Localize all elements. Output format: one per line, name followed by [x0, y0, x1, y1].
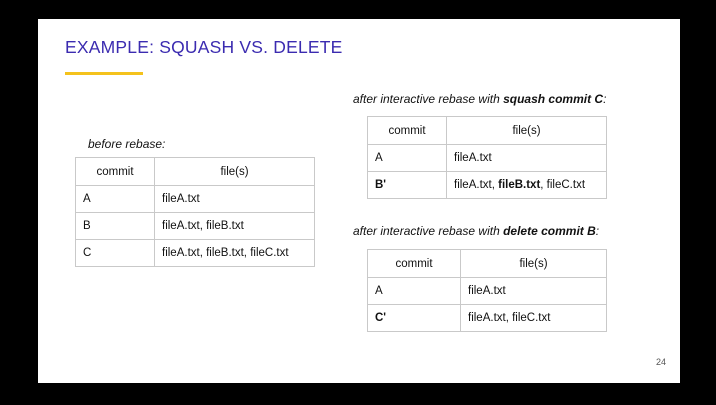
squash-caption-suffix: :: [603, 92, 607, 106]
table-header-row: commit file(s): [367, 116, 607, 145]
files-part-bold: fileB.txt: [498, 179, 541, 191]
delete-caption: after interactive rebase with delete com…: [353, 224, 599, 238]
page-number: 24: [655, 357, 666, 367]
slide-title: EXAMPLE: SQUASH VS. DELETE: [65, 37, 343, 57]
cell-commit: B': [367, 171, 447, 199]
cell-commit: B: [75, 212, 155, 240]
cell-commit: C: [75, 239, 155, 267]
cell-files: fileA.txt: [446, 144, 607, 172]
cell-files: fileA.txt: [460, 277, 607, 305]
slide: EXAMPLE: SQUASH VS. DELETE before rebase…: [38, 19, 680, 383]
squash-table: commit file(s) A fileA.txt B' fileA.txt,…: [367, 116, 607, 199]
cell-files: fileA.txt, fileB.txt: [154, 212, 315, 240]
header-commit: commit: [367, 116, 447, 145]
table-row: C' fileA.txt, fileC.txt: [367, 304, 607, 332]
table-header-row: commit file(s): [75, 157, 315, 186]
table-header-row: commit file(s): [367, 249, 607, 278]
before-table: commit file(s) A fileA.txt B fileA.txt, …: [75, 157, 315, 267]
table-row: C fileA.txt, fileB.txt, fileC.txt: [75, 239, 315, 267]
header-commit: commit: [367, 249, 461, 278]
table-row: A fileA.txt: [367, 144, 607, 172]
table-row: B' fileA.txt, fileB.txt, fileC.txt: [367, 171, 607, 199]
squash-caption-prefix: after interactive rebase with: [353, 92, 504, 106]
cell-commit: A: [367, 277, 461, 305]
cell-commit: A: [75, 185, 155, 213]
header-files: file(s): [446, 116, 607, 145]
header-commit: commit: [75, 157, 155, 186]
title-underline: [65, 72, 143, 75]
squash-caption-bold: squash commit C: [503, 92, 604, 106]
delete-caption-suffix: :: [595, 224, 600, 238]
cell-commit: A: [367, 144, 447, 172]
cell-files: fileA.txt, fileB.txt, fileC.txt: [154, 239, 315, 267]
cell-commit: C': [367, 304, 461, 332]
header-files: file(s): [154, 157, 315, 186]
cell-files: fileA.txt, fileB.txt, fileC.txt: [446, 171, 607, 199]
header-files: file(s): [460, 249, 607, 278]
table-row: A fileA.txt: [367, 277, 607, 305]
delete-caption-bold: delete commit B: [503, 224, 596, 238]
files-part: , fileC.txt: [540, 179, 586, 191]
cell-files: fileA.txt, fileC.txt: [460, 304, 607, 332]
files-part: fileA.txt,: [454, 179, 499, 191]
delete-table: commit file(s) A fileA.txt C' fileA.txt,…: [367, 249, 607, 332]
table-row: A fileA.txt: [75, 185, 315, 213]
table-row: B fileA.txt, fileB.txt: [75, 212, 315, 240]
before-caption: before rebase:: [88, 137, 166, 151]
squash-caption: after interactive rebase with squash com…: [353, 92, 606, 106]
delete-caption-prefix: after interactive rebase with: [353, 224, 504, 238]
cell-files: fileA.txt: [154, 185, 315, 213]
